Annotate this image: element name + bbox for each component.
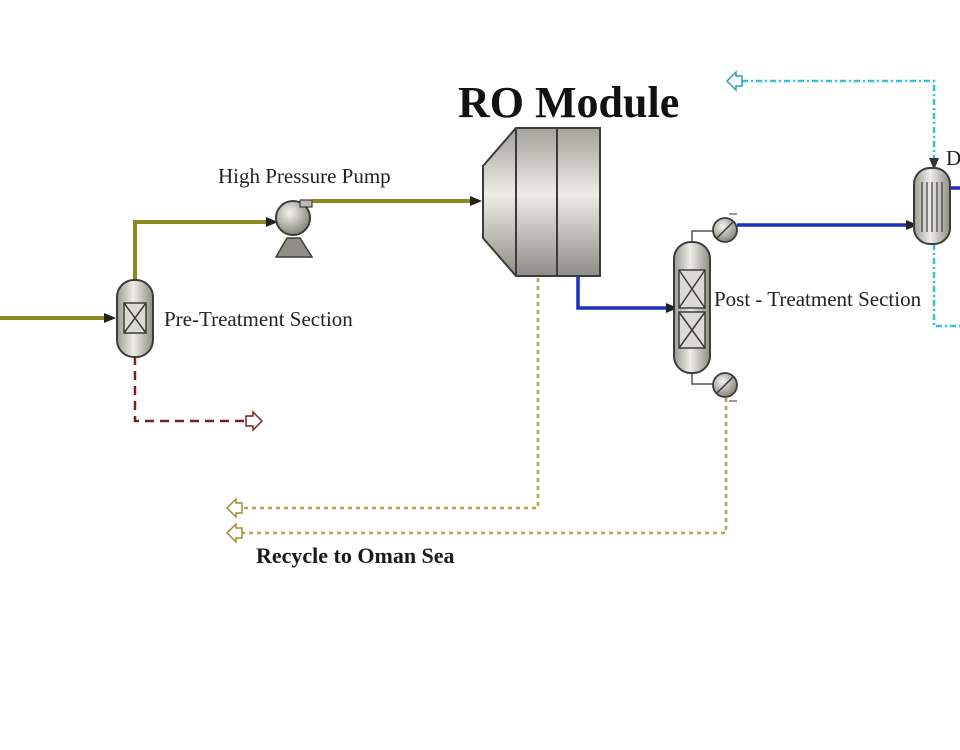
column-bottom-connector xyxy=(691,370,714,385)
heat-exchanger-icon xyxy=(712,213,738,243)
high-pressure-pump-label: High Pressure Pump xyxy=(218,164,391,188)
ro-brine-stream xyxy=(242,278,540,510)
ro-module-icon xyxy=(482,127,601,277)
tank-inlet-arrowhead xyxy=(906,220,918,230)
pretreated-water-stream xyxy=(133,220,270,282)
feed-stream-arrowhead xyxy=(104,313,116,323)
stream-outlet-arrow-icon xyxy=(225,522,243,544)
ro-module-label: RO Module xyxy=(458,78,679,127)
filter-vessel-icon xyxy=(116,279,154,358)
post-treatment-label: Post - Treatment Section xyxy=(714,287,922,311)
column-icon xyxy=(673,241,711,374)
pump-icon xyxy=(274,199,314,258)
stream-outlet-arrow-icon xyxy=(725,70,743,92)
recycle-label: Recycle to Oman Sea xyxy=(256,543,455,568)
partial-equipment-label: D xyxy=(946,146,960,170)
feed-stream-inlet xyxy=(0,313,116,323)
heat-exchanger-icon xyxy=(712,372,738,402)
pretreatment-waste-stream xyxy=(133,356,246,423)
ro-inlet-arrowhead xyxy=(470,196,482,206)
utility-stream-top xyxy=(742,79,936,163)
stream-outlet-arrow-icon xyxy=(225,497,243,519)
post-treatment-reject-stream xyxy=(242,398,728,535)
post-treatment-inlet-arrowhead xyxy=(666,303,678,313)
utility-stream-bottom xyxy=(932,244,960,328)
stream-outlet-arrow-icon xyxy=(245,410,264,432)
utility-inlet-arrowhead xyxy=(929,158,939,170)
tank-icon xyxy=(913,167,951,245)
permeate-stream xyxy=(576,276,672,310)
pump-inlet-arrowhead xyxy=(266,217,278,227)
pre-treatment-label: Pre-Treatment Section xyxy=(164,307,353,331)
